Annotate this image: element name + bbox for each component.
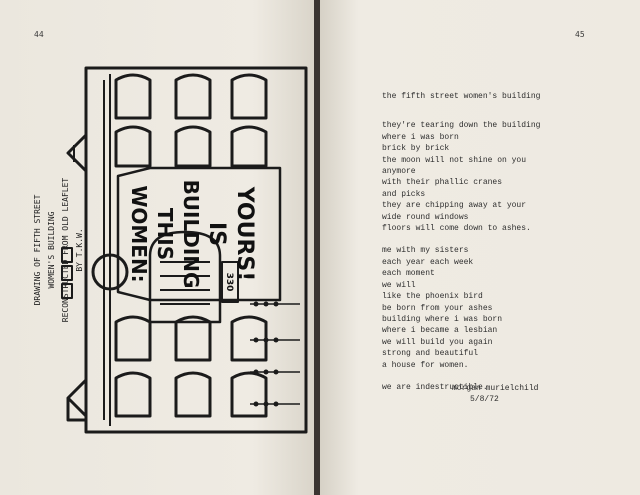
stanza-1: they're tearing down the building where … [382,120,622,234]
entrance-arch [148,230,222,324]
poem-line: with their phallic cranes [382,178,503,188]
poem-line: each moment [382,269,435,279]
author-name: morgan murielchild [452,384,539,393]
poem-line: we will [382,280,416,290]
gable-top [66,133,88,173]
caption-line-4: BY T.K.W. [75,228,84,271]
sign-line-5: YOURS! [232,186,257,282]
poem-line: where i became a lesbian [382,326,498,336]
caption-line-2: WOMEN'S BUILDING [47,211,56,288]
poem: the fifth street women's building they'r… [382,91,622,404]
book-gutter [314,0,322,495]
signature: morgan murielchild 5/8/72 [452,383,538,405]
poem-line: anymore [382,167,416,177]
sign-line-4: IS [204,222,229,246]
right-page: 45 the fifth street women's building the… [320,0,640,495]
sign-line-3: BUILDING [179,180,203,289]
poem-line: strong and beautiful [382,349,479,359]
poem-line: wide round windows [382,212,469,222]
address-plate [221,261,239,303]
poem-line: a house for women. [382,360,469,370]
stanza-3: we are indestructible. [382,382,622,393]
building-drawing: WOMEN: THIS BUILDING IS YOURS! 330 DRAWI… [33,66,308,434]
poem-line: each year each week [382,257,474,267]
left-page-number: 44 [34,30,44,39]
poem-line: they are chipping away at your [382,201,527,211]
sign-line-2: THIS [153,208,177,260]
poem-line: building where i was born [382,314,503,324]
poem-line: we will build you again [382,337,493,347]
poem-closing-line: we are indestructible. [382,382,488,392]
poem-line: be born from your ashes [382,303,493,313]
caption-line-1: DRAWING OF FIFTH STREET [33,194,42,305]
right-page-number: 45 [575,30,585,39]
poem-line: me with my sisters [382,246,469,256]
poem-date: 5/8/72 [470,395,499,404]
stanza-2: me with my sisters each year each week e… [382,245,622,370]
poem-title: the fifth street women's building [382,92,541,101]
gable-bottom [66,378,88,422]
poem-line: floors will come down to ashes. [382,224,531,234]
poem-line: like the phoenix bird [382,292,483,302]
left-page: 44 [0,0,316,495]
caption-line-3: RECONSTRUCTED FROM OLD LEAFLET [61,178,70,323]
poem-line: where i was born [382,132,459,142]
poem-line: and picks [382,189,426,199]
poem-line: brick by brick [382,144,450,154]
poem-line: they're tearing down the building [382,121,541,131]
address-number: 330 [224,273,234,292]
sign-banner [116,166,282,302]
poem-line: the moon will not shine on you [382,155,527,165]
sign-line-1: WOMEN: [127,185,151,282]
building-outline [84,66,308,434]
